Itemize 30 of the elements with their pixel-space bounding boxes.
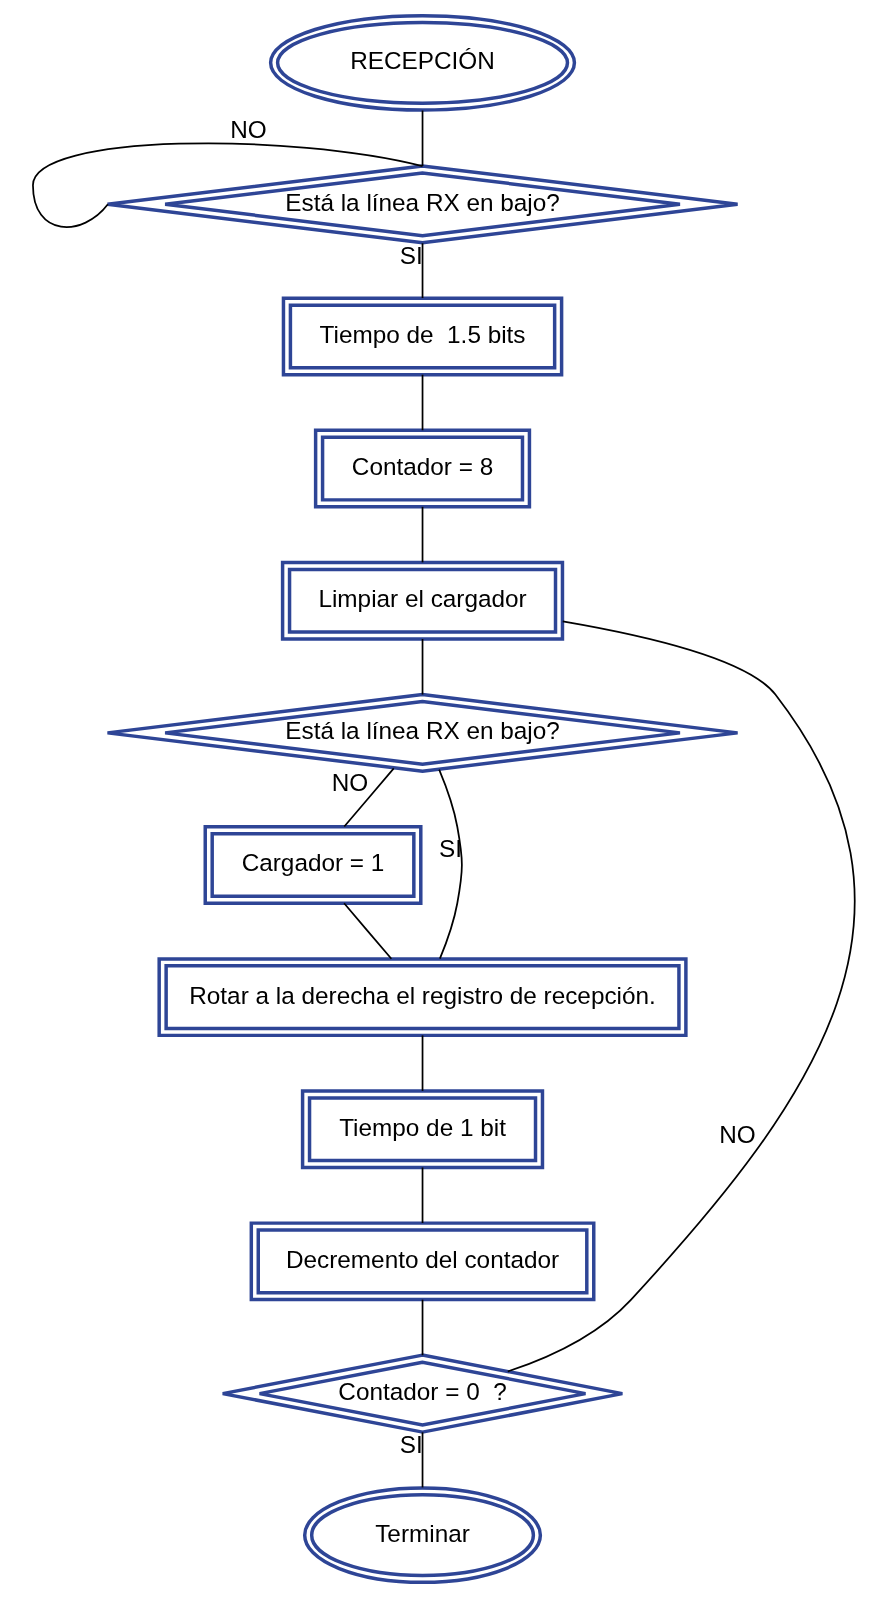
edge-label: SI	[438, 835, 462, 863]
node-diamond: Está la línea RX en bajo?	[105, 692, 739, 773]
connector	[421, 1298, 423, 1357]
node-box: Tiempo de 1.5 bits	[281, 296, 563, 377]
connector	[437, 768, 463, 960]
connector	[421, 638, 423, 696]
node-box: Limpiar el cargador	[280, 560, 564, 641]
edge-label: NO	[718, 1121, 756, 1149]
node-ellipse: Terminar	[302, 1486, 542, 1585]
connector	[421, 242, 423, 299]
connector	[421, 1431, 423, 1489]
node-box: Contador = 8	[313, 428, 531, 509]
connector	[421, 1034, 423, 1092]
node-box: Rotar a la derecha el registro de recepción.	[156, 957, 688, 1038]
connector	[421, 505, 423, 564]
node-box: Tiempo de 1 bit	[300, 1089, 544, 1170]
connector	[421, 109, 423, 167]
connector	[342, 767, 395, 828]
connector	[421, 373, 423, 432]
node-box: Decremento del contador	[249, 1221, 595, 1302]
node-ellipse: RECEPCIÓN	[268, 13, 576, 112]
connector	[31, 142, 423, 228]
node-diamond: Está la línea RX en bajo?	[105, 164, 739, 245]
connector	[421, 1166, 423, 1224]
edge-label: NO	[229, 116, 267, 144]
edge-label: SI	[399, 242, 423, 270]
connector	[506, 620, 856, 1373]
node-box: Cargador = 1	[203, 825, 423, 905]
connector	[342, 902, 392, 960]
node-diamond: Contador = 0 ?	[220, 1353, 624, 1434]
